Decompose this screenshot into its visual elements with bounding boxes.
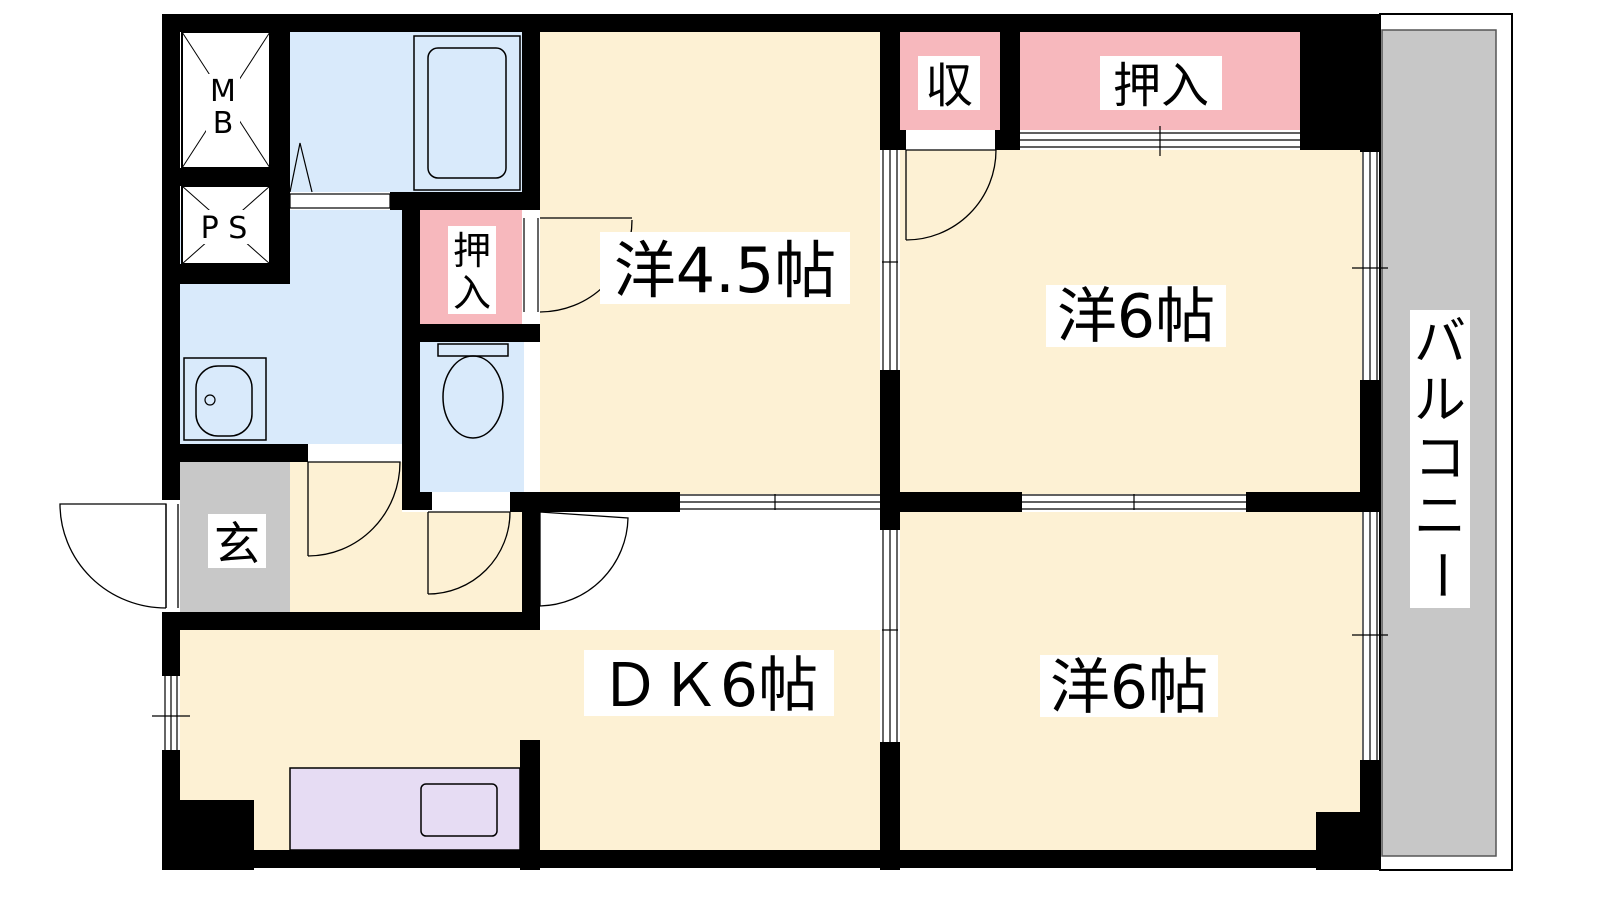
hallway xyxy=(290,512,524,612)
bathtub-inner xyxy=(427,47,507,179)
label-dining-kitchen: ＤＫ6帖 xyxy=(600,651,818,721)
wash-basin-drain xyxy=(204,394,216,406)
label-closet-top: 押入 xyxy=(1113,58,1209,114)
label-western-c: 洋6帖 xyxy=(1050,653,1208,723)
label-western-a: 洋4.5帖 xyxy=(614,234,837,307)
room-labels: 洋4.5帖 洋6帖 洋6帖 ＤＫ6帖 玄 収 押入 押 入 M B P S バ … xyxy=(190,56,1470,723)
label-balcony-4: ニ xyxy=(1414,487,1466,547)
label-mb-1: M xyxy=(210,74,236,109)
hallway-2 xyxy=(290,462,402,522)
label-storage: 収 xyxy=(925,58,973,114)
bathtub xyxy=(413,35,521,191)
label-closet-small-2: 入 xyxy=(453,271,491,315)
label-ps: P S xyxy=(201,211,248,246)
label-entrance: 玄 xyxy=(214,517,260,571)
label-balcony-2: ル xyxy=(1414,371,1466,431)
bathroom xyxy=(290,32,522,192)
walls xyxy=(162,14,1380,870)
toilet-bowl xyxy=(442,355,504,439)
kitchen-counter xyxy=(289,767,521,851)
label-balcony-5: ー xyxy=(1410,549,1470,601)
sliding-doors xyxy=(152,126,1388,760)
bath-threshold xyxy=(289,193,391,209)
label-closet-small-1: 押 xyxy=(453,229,491,273)
label-balcony-3: コ xyxy=(1414,429,1466,489)
wash-basin-bowl xyxy=(195,365,253,437)
label-western-b: 洋6帖 xyxy=(1057,282,1215,352)
wash-basin xyxy=(183,357,267,441)
toilet-room xyxy=(420,342,524,492)
kitchen-sink xyxy=(420,783,498,837)
label-mb-2: B xyxy=(213,106,234,141)
label-balcony-1: バ xyxy=(1414,313,1466,373)
bath-door xyxy=(289,142,313,193)
